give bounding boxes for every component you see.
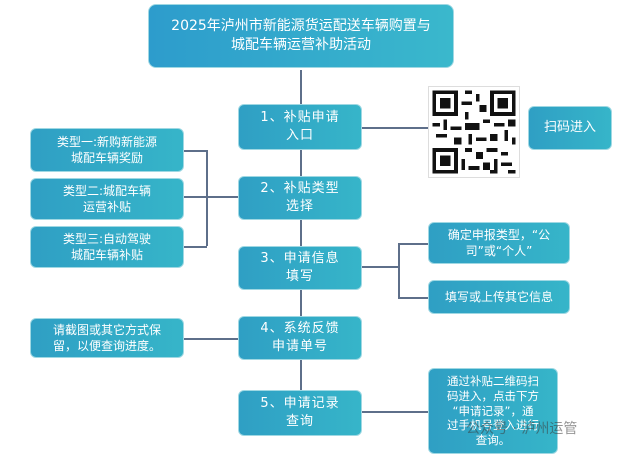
step-2-box: 2、补贴类型 选择 [238, 176, 362, 220]
line-info2 [398, 297, 428, 299]
watermark: 公众号 · 泸州运管 [466, 421, 578, 437]
qr-code-icon [432, 90, 516, 174]
step-1-box: 1、补贴申请 入口 [238, 104, 362, 150]
line-type1 [184, 150, 207, 152]
type-3-box: 类型三:自动驾驶 城配车辆补贴 [30, 226, 184, 268]
type-2-box: 类型二:城配车辆 运营补贴 [30, 178, 184, 220]
line-info-vertical [398, 243, 400, 298]
screenshot-note-box: 请截图或其它方式保 留，以便查询进度。 [30, 318, 184, 358]
line-types-vertical [206, 150, 208, 246]
scan-entry-box: 扫码进入 [528, 106, 612, 150]
step-5-box: 5、申请记录 查询 [238, 390, 362, 436]
type-1-box: 类型一:新购新能源 城配车辆奖励 [30, 128, 184, 172]
line-type2 [184, 196, 238, 198]
line-step3-branch [362, 266, 398, 268]
line-type3 [184, 246, 207, 248]
info-note-type-box: 确定申报类型，“公 司”或“个人” [428, 222, 570, 264]
info-note-upload-box: 填写或上传其它信息 [428, 280, 570, 314]
line-info1 [398, 243, 428, 245]
line-step5-note [362, 411, 428, 413]
line-step4-note [184, 338, 238, 340]
query-note-box: 通过补贴二维码扫 码进入，点击下方 “申请记录”，通 过手机号登入进行 查询。 [428, 368, 558, 454]
step-4-box: 4、系统反馈 申请单号 [238, 316, 362, 360]
line-step1-qr [362, 127, 428, 129]
main-vertical-line [300, 70, 302, 398]
diagram-title: 2025年泸州市新能源货运配送车辆购置与 城配车辆运营补助活动 [148, 4, 454, 68]
qr-code[interactable] [428, 86, 520, 178]
step-3-box: 3、申请信息 填写 [238, 246, 362, 290]
